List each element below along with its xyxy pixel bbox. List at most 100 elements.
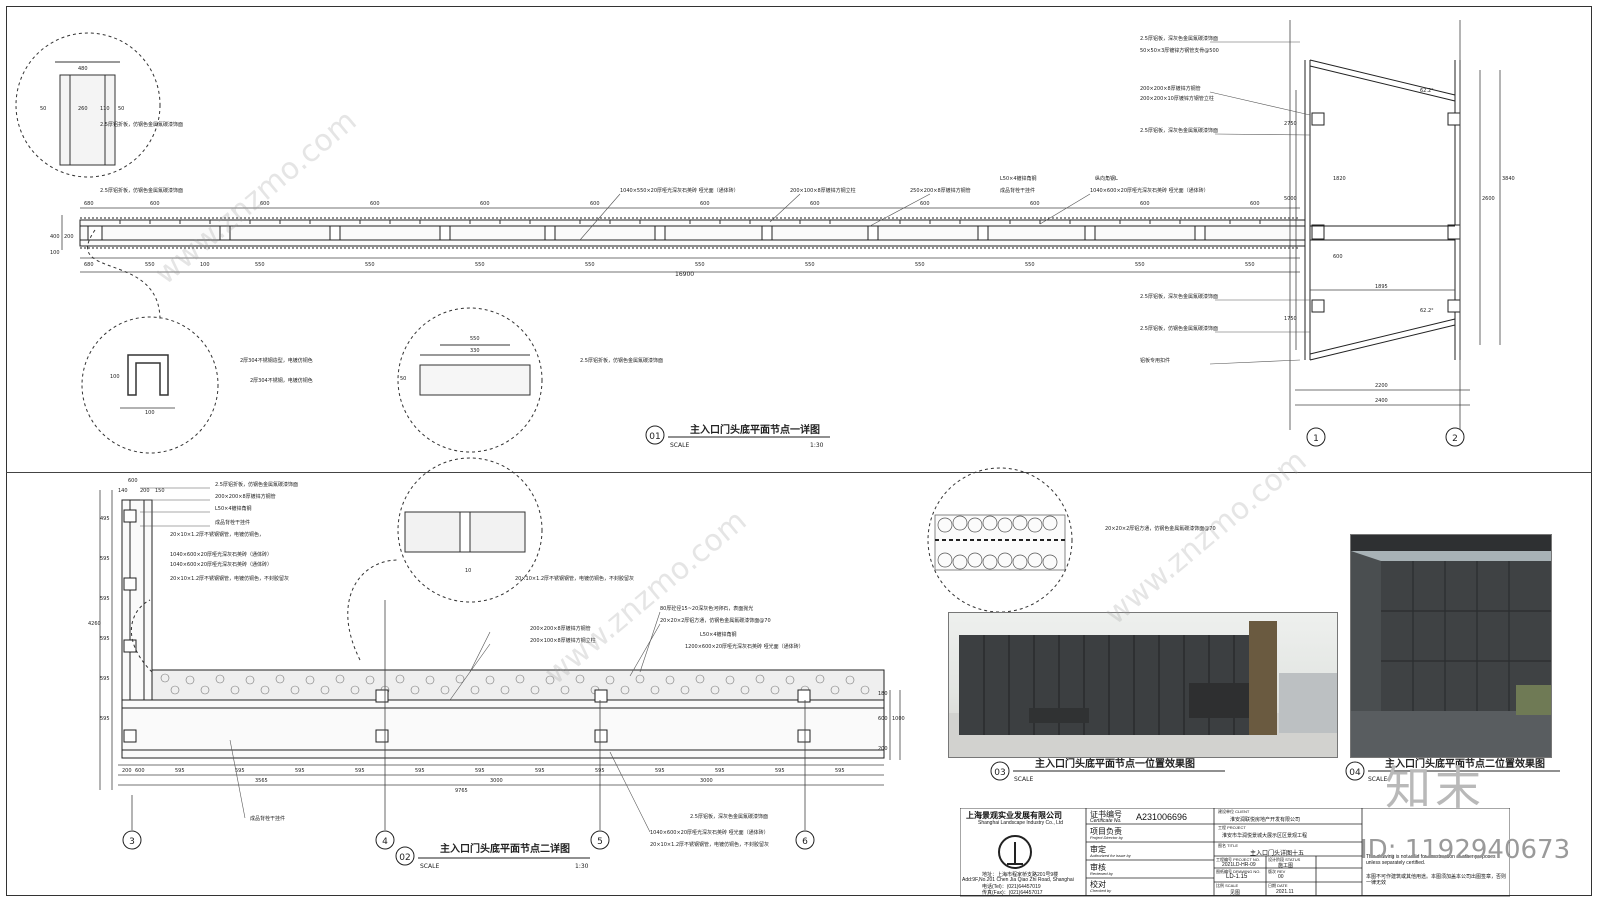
dim-low-1: 550 — [145, 262, 155, 268]
dim-low-4: 550 — [365, 262, 375, 268]
dim-b-2: 595 — [175, 768, 185, 774]
dim-top-6: 600 — [700, 201, 710, 207]
role-3: 校对 — [1090, 880, 1106, 889]
dim-bt-2: 200 — [140, 488, 150, 494]
company-name-en: Shanghai Landscape Industry Co., Ltd — [978, 820, 1064, 826]
dim-bv-6: 595 — [100, 716, 110, 722]
grid-bubble-1: 1 — [1313, 434, 1319, 444]
detail-circles-bottom — [131, 457, 1073, 673]
dim-bv-9: 180 — [878, 691, 888, 697]
role-0: 项目负责 — [1090, 827, 1122, 836]
role-2-en: Reviewed by — [1090, 871, 1113, 876]
dim-b-10: 595 — [655, 768, 665, 774]
note-b-4: 20×10×1.2厚不锈钢钢管，电镀仿铜色， — [170, 531, 264, 538]
dim-lines-top — [61, 207, 1300, 273]
dim-bv-10: 600 — [878, 716, 888, 722]
dim-top-4: 600 — [480, 201, 490, 207]
leader-lines-top — [579, 41, 1311, 365]
note-b-14: 成品背栓干挂件 — [250, 815, 285, 822]
plan-posts-bottom — [123, 509, 811, 743]
note-b-15: 2.5厚铝板，深灰色金属氟碳漆饰面 — [690, 813, 768, 820]
dim-right-v-6: 5000 — [1284, 196, 1297, 202]
angle-1: 62.2° — [1420, 308, 1434, 314]
note-top-9: 50×50×3厚镀锌方钢管支骨@500 — [1140, 47, 1219, 54]
note-b-2: L50×4镀锌角钢 — [215, 505, 252, 512]
dim-b-7: 595 — [475, 768, 485, 774]
dim-low-3: 550 — [255, 262, 265, 268]
grid-bubbles-top — [1306, 427, 1465, 447]
c2-dim-0: 100 — [110, 374, 120, 380]
dim-right-h-1: 2200 — [1375, 383, 1388, 389]
grid-bubble-3: 3 — [129, 837, 135, 847]
dim-b-3: 595 — [235, 768, 245, 774]
pebble-strip — [160, 673, 870, 695]
cert-no: A231006696 — [1136, 812, 1188, 822]
note-top-12: 2.5厚铝板，深灰色金属氟碳漆饰面 — [1140, 127, 1218, 134]
project: 淮安市华润悦景城大展示区区景观工程 — [1222, 833, 1308, 839]
dim-bv-4: 595 — [100, 636, 110, 642]
detail-02-number: 02 — [399, 853, 410, 863]
dim-bv-2: 595 — [100, 556, 110, 562]
dim-low-7: 550 — [695, 262, 705, 268]
dim-bt-1: 140 — [118, 488, 128, 494]
note-b-6: 1040×600×20厚哑光深灰石英砖（通体砖） — [170, 561, 272, 568]
dim-b-overall: 9765 — [455, 788, 468, 794]
plan-wall-bottom — [121, 499, 885, 759]
leader-lines-bottom — [140, 487, 661, 833]
role-3-en: Checked by — [1090, 888, 1112, 893]
sheet-border — [6, 6, 1592, 896]
c1-note: 2.5厚铝折板，仿钢色金属氟碳漆饰面 — [100, 121, 183, 128]
c2-dim-8: 100 — [145, 410, 155, 416]
dim-low-6: 550 — [585, 262, 595, 268]
c1-dim-4: 50 — [118, 106, 124, 112]
dim-lines-right — [1289, 20, 1501, 430]
sheet-divider — [6, 472, 1592, 473]
detail-02-scale-word: SCALE — [420, 863, 439, 870]
note-b-11: 200×100×8厚镀锌方钢立柱 — [530, 637, 596, 644]
grid-bubble-6: 6 — [802, 837, 808, 847]
watermark-id: ID: 1192940673 — [1360, 835, 1571, 865]
dim-right-h-0: 1895 — [1375, 284, 1388, 290]
dim-top-0: 680 — [84, 201, 94, 207]
note-top-7: 纵向角钢L — [1095, 175, 1118, 182]
date: 2021.11 — [1276, 889, 1294, 895]
note-b-5: 1040×600×20厚哑光深灰石英砖（通体砖） — [170, 551, 272, 558]
tile-joints-top — [119, 220, 1261, 224]
plan-frame-right — [1304, 59, 1461, 361]
dim-b-0: 200 — [122, 768, 132, 774]
company-logo — [998, 835, 1032, 869]
dim-b-1: 600 — [135, 768, 145, 774]
note-top-1: 1040×550×20厚哑光深灰石英砖 哑光面（通体砖） — [620, 187, 739, 194]
note-b-8: 80厚砼径15~20深灰色河卵石，表面抛光 — [660, 605, 753, 612]
c5-note: 20×20×2厚铝方通，仿钢色金属氟碳漆饰面@70 — [1105, 525, 1216, 532]
disclaimer-cn: 本图不可作建筑或其他用途。本图须加盖本公司出图签章，否则一律无效 — [1366, 874, 1507, 886]
dim-bv-12: 200 — [878, 746, 888, 752]
dim-b-mid-2: 3000 — [700, 778, 713, 784]
dim-bv-5: 595 — [100, 676, 110, 682]
detail-01-scale-word: SCALE — [670, 442, 689, 449]
dim-b-8: 595 — [535, 768, 545, 774]
dim-right-v-3: 1750 — [1284, 316, 1297, 322]
dim-b-6: 595 — [415, 768, 425, 774]
dim-bt-0: 600 — [128, 478, 138, 484]
detail-01-bubble — [645, 425, 665, 445]
dim-right-v-4: 2600 — [1482, 196, 1495, 202]
note-top-15: 铝板专用扣件 — [1140, 357, 1170, 364]
dim-top-10: 600 — [1140, 201, 1150, 207]
dim-b-11: 595 — [715, 768, 725, 774]
role-0-en: Project Director by — [1090, 835, 1123, 840]
plan-posts-top — [87, 225, 1206, 241]
dim-b-5: 595 — [355, 768, 365, 774]
detail-circles-top — [15, 32, 543, 454]
grid-bubbles-bottom — [122, 830, 815, 850]
note-top-14: 2.5厚铝板，仿钢色金属氟碳漆饰面 — [1140, 325, 1218, 332]
note-b-12: L50×4镀锌角钢 — [700, 631, 737, 638]
cert-label: 证书编号 — [1090, 810, 1122, 819]
detail-01-number: 01 — [649, 432, 660, 442]
c2-note2: 2厚304不锈钢，电镀仿铜色 — [250, 377, 313, 384]
note-b-10: 200×200×8厚镀锌方钢管 — [530, 625, 591, 632]
title-block: 上海景观实业发展有限公司 Shanghai Landscape Industry… — [960, 808, 1510, 898]
detail-03-number: 03 — [994, 768, 1005, 778]
